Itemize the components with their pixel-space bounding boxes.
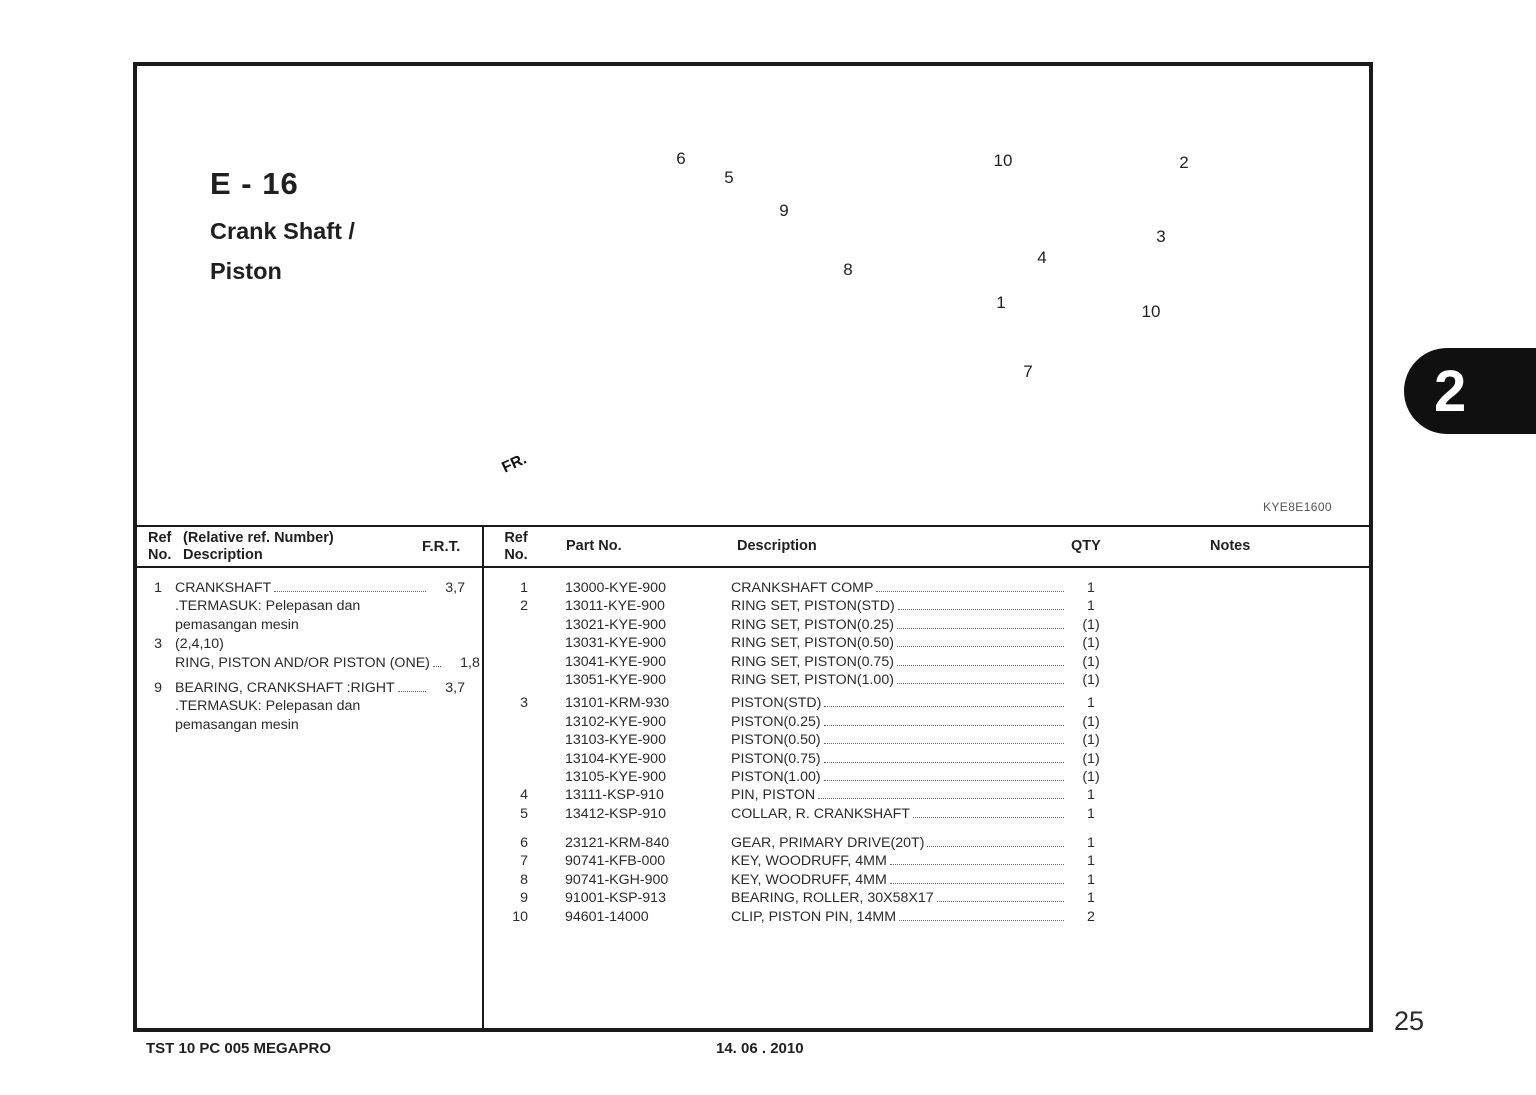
frt-header-description: Description <box>183 547 263 563</box>
section-tab: 2 <box>1404 348 1536 434</box>
frt-table-row-line: .TERMASUK: Pelepasan dan <box>175 598 361 615</box>
diagram-code: KYE8E1600 <box>1263 500 1332 514</box>
page-title: Crank Shaft / <box>210 218 355 244</box>
parts-header-qty: QTY <box>1071 538 1101 554</box>
frt-table-row-line: .TERMASUK: Pelepasan dan <box>175 698 361 715</box>
callout-1: 1 <box>996 293 1006 312</box>
callout-3: 3 <box>1156 227 1166 246</box>
parts-header-ref: Ref <box>504 530 528 546</box>
parts-header-notes: Notes <box>1210 538 1251 554</box>
frt-table-row-line: RING, PISTON AND/OR PISTON (ONE)1,8 <box>175 654 480 671</box>
callout-10: 10 <box>993 151 1013 170</box>
callout-5: 5 <box>724 168 734 187</box>
frt-table-row-line: pemasangan mesin <box>175 616 299 633</box>
section-tab-number: 2 <box>1434 358 1467 424</box>
frt-table-row-line: 3(2,4,10) <box>154 636 224 653</box>
parts-list-table: Ref No. Part No. Description QTY Notes 1… <box>484 527 1369 1028</box>
page-number: 25 <box>1394 1006 1425 1036</box>
parts-header-partno: Part No. <box>566 538 622 554</box>
title-block: E - 16 Crank Shaft / Piston <box>210 166 355 285</box>
frt-header-frt: F.R.T. <box>422 538 461 555</box>
callout-10: 10 <box>1141 302 1161 321</box>
frt-header-relative: (Relative ref. Number) <box>183 530 334 546</box>
parts-header-no: No. <box>504 547 528 563</box>
parts-header-description: Description <box>737 538 817 554</box>
footer-document-code: TST 10 PC 005 MEGAPRO <box>146 1040 332 1057</box>
page-title-line2: Piston <box>210 258 282 284</box>
callout-2: 2 <box>1179 153 1189 172</box>
frt-header-no: No. <box>148 547 172 563</box>
parts-table-header: Ref No. Part No. Description QTY Notes <box>484 527 1369 568</box>
frt-table-header: Ref (Relative ref. Number) No. Descripti… <box>137 527 482 568</box>
frt-table: Ref (Relative ref. Number) No. Descripti… <box>137 527 484 1028</box>
callout-9: 9 <box>779 201 789 220</box>
callout-6: 6 <box>676 149 686 168</box>
frt-header-ref: Ref <box>148 530 172 546</box>
content-frame: E - 16 Crank Shaft / Piston Ref (Relativ… <box>133 62 1373 1032</box>
callout-8: 8 <box>843 260 853 279</box>
section-code: E - 16 <box>210 166 299 201</box>
callout-4: 4 <box>1037 248 1047 267</box>
frt-table-row-line: pemasangan mesin <box>175 716 299 733</box>
parts-tables: Ref (Relative ref. Number) No. Descripti… <box>137 525 1369 1028</box>
footer-date: 14. 06 . 2010 <box>716 1040 804 1057</box>
callout-7: 7 <box>1023 362 1033 381</box>
